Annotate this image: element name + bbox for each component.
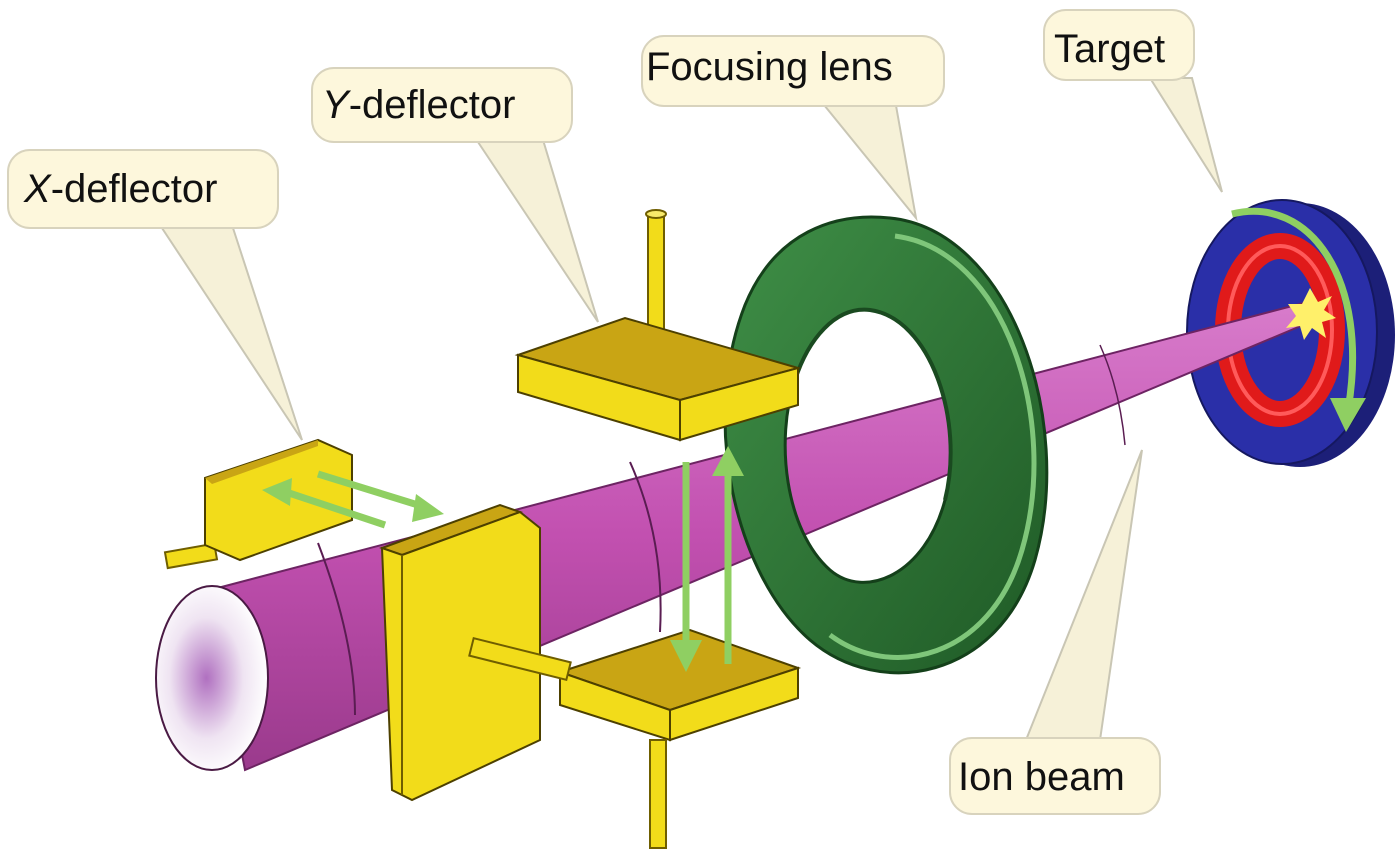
y-deflector-bubble xyxy=(311,67,573,143)
x-deflector-label: X-deflector xyxy=(23,167,217,211)
beam-segment-line-2 xyxy=(629,461,662,633)
x-deflector-pointer xyxy=(158,224,303,441)
beam-segment-line-4 xyxy=(1099,344,1126,446)
beam-segment-line-1 xyxy=(317,542,356,716)
y-deflector-label: Y-deflector xyxy=(322,83,515,127)
callout-pointers xyxy=(158,77,1223,741)
x-plate-back-edge xyxy=(205,440,318,484)
focusing-lens-bubble xyxy=(641,35,945,107)
rotation-arrow xyxy=(1231,207,1356,411)
y-deflector-label-suffix: -deflector xyxy=(349,83,516,127)
y-rod-top-cap xyxy=(645,209,667,219)
ion-beam-bubble xyxy=(949,737,1161,815)
lens-highlight-ring xyxy=(828,233,1037,660)
x-deflector-bubble xyxy=(7,149,279,229)
beam-spot-flash xyxy=(1286,288,1336,340)
y-arrow-down-head xyxy=(670,640,702,672)
target-label: Target xyxy=(1054,27,1165,71)
beam-entrance-face xyxy=(155,585,269,771)
x-plate-front xyxy=(380,510,541,802)
rotation-arrowhead xyxy=(1330,398,1366,432)
y-arrow-up-head xyxy=(712,446,744,476)
x-rod-front xyxy=(468,636,572,682)
target-bubble xyxy=(1043,9,1195,81)
y-deflector-pointer xyxy=(468,129,599,323)
lens-inner-rim xyxy=(793,307,953,501)
x-arrow-head-2 xyxy=(412,494,444,522)
x-arrow-shaft-2 xyxy=(316,470,420,509)
y-rod-bottom xyxy=(649,739,667,849)
x-deflector-label-prefix: X xyxy=(23,167,52,211)
y-plate-top-front xyxy=(679,366,799,442)
y-deflector-label-prefix: Y xyxy=(322,83,352,127)
focusing-lens-pointer xyxy=(817,99,918,222)
x-arrow-shaft-1 xyxy=(284,488,387,529)
y-plate-bottom-front xyxy=(669,666,799,742)
x-rod-back xyxy=(163,542,219,570)
x-deflector xyxy=(163,438,572,802)
callout-bubbles xyxy=(7,9,1195,815)
focusing-lens xyxy=(723,215,1049,675)
x-deflector-label-suffix: -deflector xyxy=(51,167,218,211)
target-pointer xyxy=(1148,77,1223,193)
y-deflector xyxy=(514,209,802,849)
focusing-lens-label: Focusing lens xyxy=(646,45,893,89)
ion-beam-label: Ion beam xyxy=(958,755,1125,799)
x-arrow-head-1 xyxy=(262,478,292,506)
